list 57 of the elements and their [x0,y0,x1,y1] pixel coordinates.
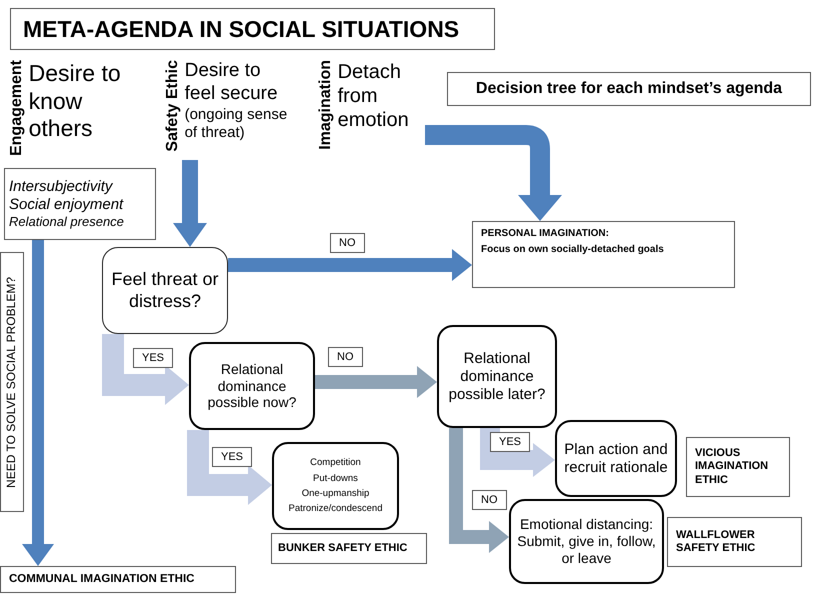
block-arrow [187,430,272,505]
decision-box [437,325,557,428]
box-text: One-upmanship [302,488,370,500]
decision-box [102,247,228,334]
box-text: Relational dominance possible later? [448,350,546,404]
note-box [447,72,811,106]
action-box [272,442,399,530]
box-text: Emotional distancing: Submit, give in, follow, or leave [516,516,657,567]
box-text: WALLFLOWER SAFETY ETHIC [676,528,756,556]
outcome-box [667,517,802,567]
block-arrow [315,366,437,398]
outcome-box [472,221,735,288]
box-text: Relational presence [9,214,124,230]
edge-label: NO [330,233,364,253]
decision-box [189,342,315,430]
heading-text: (ongoing sense of threat) [184,106,288,142]
box-text: Plan action and recruit rationale [563,440,669,476]
edge-label: NO [328,347,362,367]
box-text: BUNKER SAFETY ETHIC [278,542,408,556]
vertical-label: Safety Ethic [164,60,182,152]
action-box [509,499,664,584]
vertical-label: NEED TO SOLVE SOCIAL PROBLEM? [5,276,19,488]
block-arrow [480,428,555,477]
box-text: Decision tree for each mindset’s agenda [476,79,782,99]
box-text: Put-downs [313,472,358,484]
outcome-box [686,437,790,497]
action-box [555,420,677,497]
box-text: Feel threat or distress? [110,268,220,312]
box-text: Intersubjectivity [9,178,112,196]
vertical-label: Engagement [8,60,26,156]
box-text: VICIOUS IMAGINATION ETHIC [695,447,770,487]
block-arrow [425,125,562,221]
edge-label: YES [212,447,252,467]
title: META-AGENDA IN SOCIAL SITUATIONS [10,8,495,50]
edge-label: YES [133,348,174,368]
edge-label: YES [490,432,530,452]
box-text: Social enjoyment [9,196,124,214]
block-arrow [102,334,189,405]
block-arrow [173,160,207,247]
heading-text: Desire to feel secure [184,60,279,106]
label-box [0,252,24,512]
block-arrow [228,249,472,281]
box-text: COMMUNAL IMAGINATION ETHIC [9,572,194,586]
box-text: Patronize/condescend [288,503,382,515]
box-text: Competition [310,457,361,469]
box-text: PERSONAL IMAGINATION: [481,228,609,240]
block-arrow [449,428,509,553]
outcome-box [0,566,236,593]
outcome-box [271,533,427,564]
box-text: Focus on own socially-detached goals [481,244,664,256]
heading-text: Detach from emotion [338,60,410,132]
text-box [4,168,156,240]
heading-text: Desire to know others [28,60,122,143]
block-arrow [22,240,54,566]
edge-label: NO [472,490,506,510]
box-text: Relational dominance possible now? [206,360,298,412]
vertical-label: Imagination [317,60,335,150]
